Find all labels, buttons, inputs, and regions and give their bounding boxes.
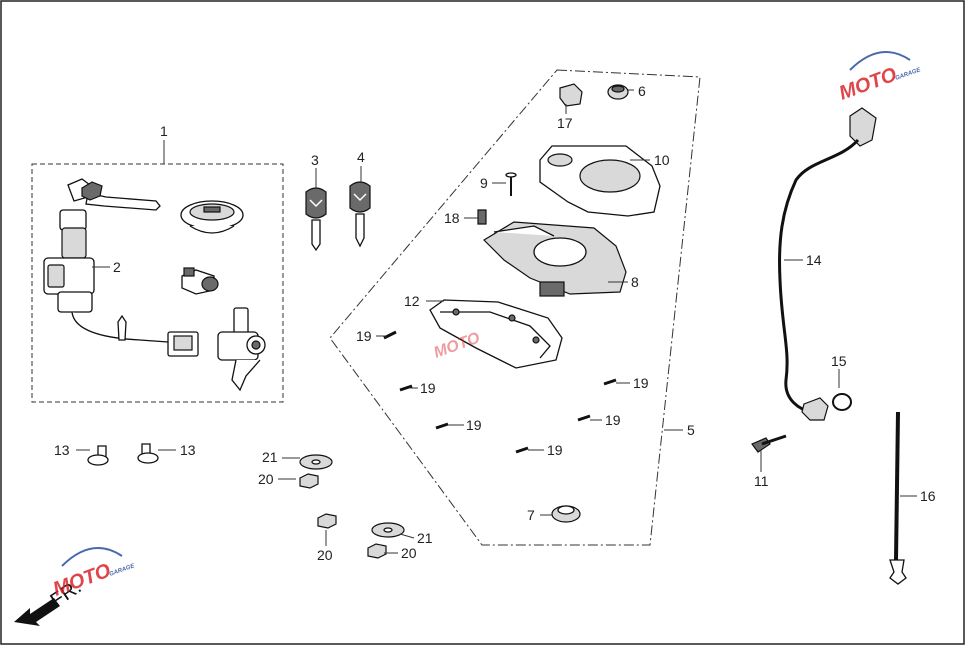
front-arrow-icon: [14, 598, 60, 626]
key-part-4: [349, 181, 371, 248]
watermark-logo-top: MOTO: [836, 63, 900, 104]
seat-lock-part: [181, 267, 219, 295]
rubber-part-17: [559, 83, 583, 107]
callout-10: 10: [654, 152, 670, 168]
callout-19c: 19: [633, 375, 649, 391]
meter-assembly-group-box: [329, 69, 701, 546]
callout-20a: 20: [258, 471, 274, 487]
callout-7: 7: [527, 507, 535, 523]
screw-part-13b: [137, 443, 159, 464]
meter-case-part-12: [429, 299, 563, 369]
meter-cover-part-10: [539, 145, 661, 217]
callout-19b: 19: [420, 380, 436, 396]
callout-8: 8: [631, 274, 639, 290]
nut-part-20c: [367, 543, 387, 559]
callout-19f: 19: [547, 442, 563, 458]
callout-6: 6: [638, 83, 646, 99]
nut-part-20b: [317, 513, 337, 529]
callout-9: 9: [480, 175, 488, 191]
callout-19d: 19: [466, 417, 482, 433]
o-ring-part-15: [832, 393, 852, 411]
callout-11: 11: [754, 473, 769, 489]
clip-part-18: [477, 209, 487, 225]
callout-5: 5: [687, 422, 695, 438]
washer-part-21b: [371, 522, 405, 538]
helmet-lock-part: [217, 307, 266, 392]
watermark-bottom-left: MOTO GARAGE: [50, 547, 137, 601]
callout-17: 17: [557, 115, 573, 131]
speed-sensor-part-14: [778, 107, 877, 421]
callout-21b: 21: [417, 530, 433, 546]
callout-2: 2: [113, 259, 121, 275]
screws-part-19: [383, 330, 617, 454]
bolt-part-11: [751, 434, 787, 453]
grommet-part-7: [551, 505, 581, 523]
watermark-sub-top: GARAGE: [895, 67, 923, 82]
callout-14: 14: [806, 252, 822, 268]
callout-19a: 19: [356, 328, 372, 344]
callout-12: 12: [404, 293, 420, 309]
callout-20b: 20: [317, 547, 333, 563]
callout-18: 18: [444, 210, 460, 226]
watermark-top-right: MOTO GARAGE: [836, 51, 923, 105]
callout-1: 1: [160, 123, 168, 139]
screw-part-9: [505, 172, 517, 196]
callout-labels: 1 2 3 4 5 6 7 8 9 10 11 12 13 13 14 15 1…: [54, 83, 936, 563]
fuel-cap-part: [180, 200, 244, 234]
washer-part-21a: [299, 454, 333, 470]
callout-20c: 20: [401, 545, 417, 561]
nut-part-20a: [299, 473, 319, 489]
callout-21a: 21: [262, 449, 278, 465]
callout-15: 15: [831, 353, 847, 369]
callout-19e: 19: [605, 412, 621, 428]
ignition-set-group-box: [31, 163, 284, 403]
callout-3: 3: [311, 152, 319, 168]
callout-4: 4: [357, 149, 365, 165]
screw-part-13a: [87, 445, 109, 466]
grommet-part-6: [607, 84, 629, 100]
leader-lines: [76, 89, 917, 554]
callout-16: 16: [920, 488, 936, 504]
callout-13a: 13: [54, 442, 70, 458]
cable-tie-part-16: [889, 411, 907, 585]
key-part-3: [305, 187, 327, 252]
callout-13b: 13: [180, 442, 196, 458]
meter-unit-part-8: [483, 221, 627, 297]
ignition-switch-part: [43, 178, 199, 357]
watermark-sub-bottom: GARAGE: [109, 563, 137, 578]
